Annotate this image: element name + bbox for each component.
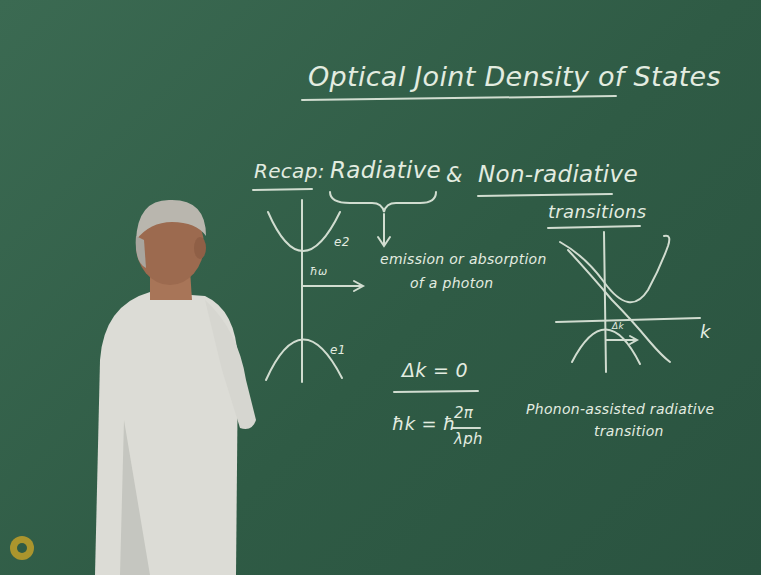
energy-axis (604, 232, 606, 372)
down-arrow (378, 214, 390, 246)
heading-word: Radiative (330, 158, 441, 183)
logo (17, 543, 27, 553)
photon-label: ħω (310, 266, 327, 278)
fraction-bar (452, 427, 480, 429)
note-text: emission or absorption (380, 252, 547, 267)
note-text: of a photon (410, 276, 494, 291)
brace (330, 192, 436, 212)
equation: λph (454, 431, 483, 448)
underline (478, 194, 612, 196)
caption-text: Phonon-assisted radiative (526, 402, 715, 417)
underline (394, 391, 478, 392)
k-axis (556, 318, 700, 322)
equation: ħk = ħ (392, 414, 456, 434)
band-label: e1 (330, 344, 346, 357)
momentum-arrow (606, 336, 637, 344)
conduction-band (560, 236, 669, 303)
energy-axis (301, 200, 303, 382)
caption-text: transition (594, 424, 664, 439)
band-label: e2 (334, 236, 350, 249)
conduction-band (268, 212, 340, 251)
equation: 2π (454, 405, 473, 422)
heading-word: transitions (548, 202, 646, 222)
axis-label: k (700, 322, 711, 342)
valence-band (572, 329, 640, 364)
momentum-label: Δk (612, 322, 624, 332)
heading-word: & (446, 164, 463, 187)
underline (253, 189, 312, 190)
title-underline (302, 96, 616, 100)
logo (10, 536, 34, 560)
photon-arrow (302, 281, 363, 291)
board-title: Optical Joint Density of States (308, 62, 721, 92)
heading-word: Recap: (254, 160, 325, 182)
underline (548, 226, 640, 228)
equation: Δk = 0 (402, 360, 468, 381)
heading-word: Non-radiative (478, 162, 638, 187)
